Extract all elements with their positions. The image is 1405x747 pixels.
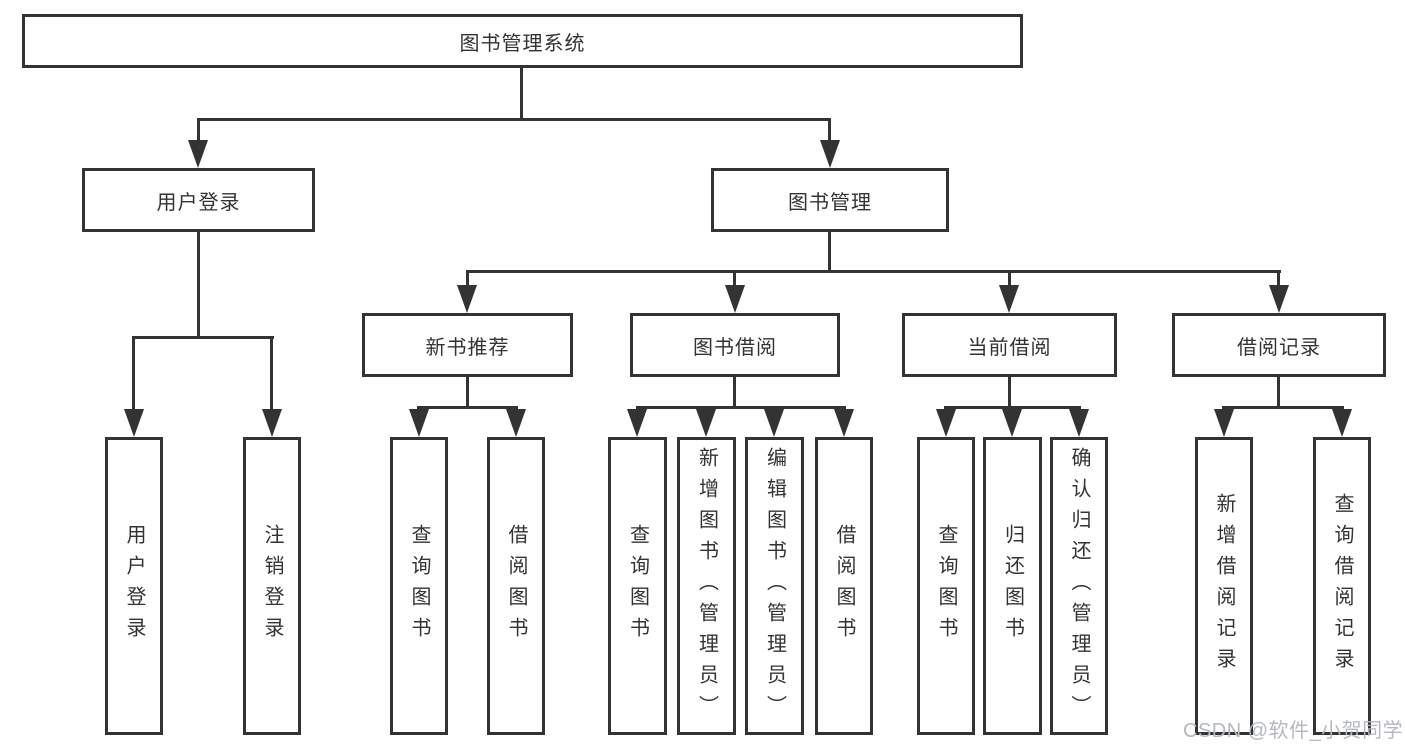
connector-module4-rail: [1222, 406, 1344, 409]
leaf-edit-book-admin: 编辑图书（管理员）: [745, 437, 804, 735]
leaf-add-book-admin: 新增图书（管理员）: [677, 437, 736, 735]
node-root-system: 图书管理系统: [22, 14, 1023, 68]
connector-module2-stem: [733, 377, 736, 408]
leaf-borrow-books: 借阅图书: [487, 437, 545, 735]
arrow-down-icon: [820, 140, 840, 168]
node-user-login: 用户登录: [82, 168, 315, 232]
connector-module3-rail: [944, 406, 1081, 409]
arrow-down-icon: [1069, 409, 1089, 437]
connector-module-drop: [1277, 270, 1280, 288]
arrow-down-icon: [457, 285, 477, 313]
node-book-management: 图书管理: [711, 168, 949, 232]
arrow-down-icon: [834, 409, 854, 437]
connector-user-login-rail: [132, 336, 274, 339]
leaf-add-borrow-record: 新增借阅记录: [1195, 437, 1253, 735]
leaf-query-books: 查询图书: [608, 437, 667, 735]
arrow-down-icon: [1269, 285, 1289, 313]
arrow-down-icon: [1214, 409, 1234, 437]
arrow-down-icon: [262, 409, 282, 437]
connector-module2-rail: [636, 406, 846, 409]
node-new-book-recommend: 新书推荐: [362, 313, 573, 377]
leaf-confirm-return-admin: 确认归还（管理员）: [1050, 437, 1108, 735]
node-current-borrow: 当前借阅: [902, 313, 1117, 377]
connector-level3-rail: [466, 270, 1281, 273]
arrow-down-icon: [696, 409, 716, 437]
connector-module1-stem: [466, 377, 469, 408]
arrow-down-icon: [936, 409, 956, 437]
connector-module-drop: [466, 270, 469, 288]
arrow-down-icon: [764, 409, 784, 437]
leaf-query-books: 查询图书: [917, 437, 975, 735]
connector-user-login-stem: [197, 232, 200, 336]
connector-module-drop: [733, 270, 736, 288]
leaf-return-books: 归还图书: [983, 437, 1042, 735]
arrow-down-icon: [124, 409, 144, 437]
arrow-down-icon: [188, 140, 208, 168]
leaf-query-books: 查询图书: [390, 437, 448, 735]
connector-module-drop: [1008, 270, 1011, 288]
leaf-borrow-books: 借阅图书: [815, 437, 873, 735]
connector-book-mgmt-drop: [828, 118, 831, 144]
connector-user-login-drop: [197, 118, 200, 144]
node-book-borrow: 图书借阅: [630, 313, 840, 377]
connector-module4-stem: [1277, 377, 1280, 408]
arrow-down-icon: [627, 409, 647, 437]
arrow-down-icon: [999, 285, 1019, 313]
connector-book-mgmt-stem: [828, 232, 831, 270]
node-borrow-records: 借阅记录: [1172, 313, 1386, 377]
arrow-down-icon: [1002, 409, 1022, 437]
leaf-user-login: 用户登录: [105, 437, 163, 735]
connector-leaf-drop: [270, 336, 273, 412]
connector-module1-rail: [417, 406, 518, 409]
leaf-logout: 注销登录: [243, 437, 301, 735]
arrow-down-icon: [506, 409, 526, 437]
arrow-down-icon: [725, 285, 745, 313]
connector-root-stem: [520, 68, 523, 118]
watermark: CSDN @软件_小贺同学: [1183, 720, 1404, 742]
connector-leaf-drop: [132, 336, 135, 412]
leaf-query-borrow-record: 查询借阅记录: [1313, 437, 1371, 735]
connector-level2-rail: [197, 118, 831, 121]
arrow-down-icon: [409, 409, 429, 437]
connector-module3-stem: [1008, 377, 1011, 408]
arrow-down-icon: [1332, 409, 1352, 437]
